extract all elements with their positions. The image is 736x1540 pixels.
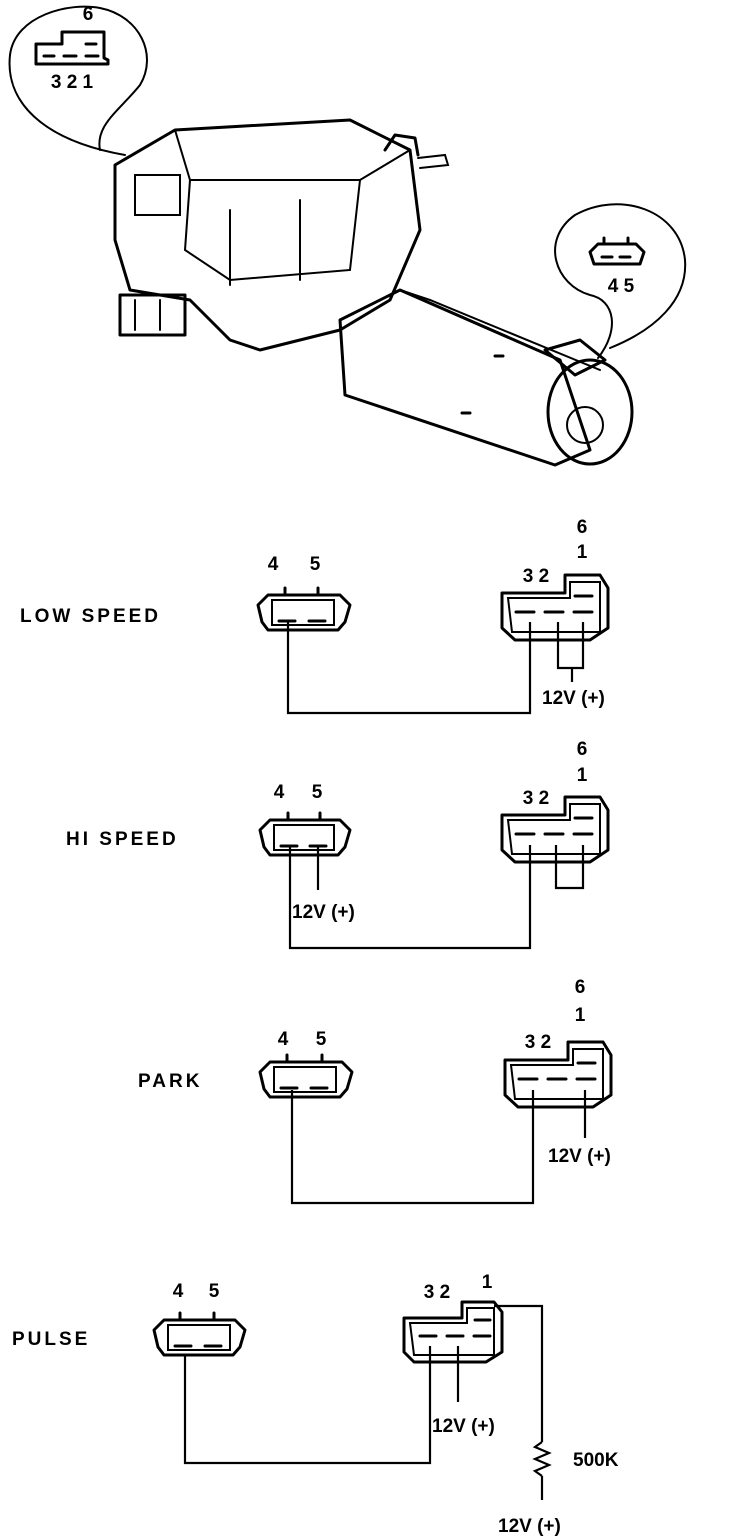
main-connector-bottom-pins: 3 2 1 [51, 72, 94, 93]
pin-label-5: 5 [312, 782, 323, 803]
switch-connector [500, 795, 610, 864]
supply-label: 12V (+) [542, 688, 605, 709]
mode-label: HI SPEED [66, 829, 179, 850]
jumper-wire-1-6 [554, 845, 585, 890]
mode-label: PULSE [12, 1329, 90, 1350]
resistor-label: 500K [573, 1450, 619, 1471]
supply-label: 12V (+) [432, 1416, 495, 1437]
pin-label-4: 4 [274, 782, 285, 803]
motor-connector [256, 586, 352, 632]
switch-connector [503, 1040, 613, 1109]
mode-label: LOW SPEED [20, 606, 161, 627]
pin-label-5: 5 [209, 1281, 220, 1302]
motor-connector [258, 1053, 354, 1099]
resistor-500k [532, 1441, 552, 1477]
jumper-wire [183, 1346, 432, 1465]
pin-label-3-2: 3 2 [525, 1032, 551, 1053]
pulse-diagram: PULSE 4 5 1 3 2 12V (+) 500K [12, 1272, 619, 1537]
pin-label-1: 1 [577, 542, 588, 563]
pin-label-6: 6 [577, 517, 588, 538]
main-connector-inset [34, 30, 110, 66]
motor-connector [152, 1311, 247, 1357]
switch-connector [402, 1300, 504, 1364]
pin-label-1: 1 [577, 765, 588, 786]
pin-label-3-2: 3 2 [424, 1282, 450, 1303]
resistor-wire [494, 1304, 544, 1442]
wiper-motor-illustration: 6 3 2 1 4 5 [8, 4, 687, 467]
mounting-bracket [118, 293, 187, 337]
output-shaft [383, 133, 420, 157]
motor-connector-callout [554, 203, 687, 359]
main-connector-top-pin: 6 [83, 4, 94, 25]
mode-label: PARK [138, 1071, 202, 1092]
pin-label-6: 6 [575, 977, 586, 998]
pin-label-5: 5 [310, 554, 321, 575]
jumper-wire-1-6 [556, 622, 585, 670]
pin-label-3-2: 3 2 [523, 566, 549, 587]
pin-label-3-2: 3 2 [523, 788, 549, 809]
pin-label-4: 4 [278, 1029, 289, 1050]
pin-label-6: 6 [577, 739, 588, 760]
resistor-supply-label: 12V (+) [498, 1516, 561, 1537]
jumper-wire [286, 622, 532, 715]
jumper-wire [290, 1090, 535, 1205]
jumper-wire [288, 845, 532, 950]
park-diagram: PARK 4 5 6 1 3 2 12V (+) [138, 977, 613, 1205]
supply-label: 12V (+) [292, 902, 355, 923]
motor-connector-inset [588, 236, 646, 266]
switch-connector [500, 573, 610, 642]
pin-label-4: 4 [268, 554, 279, 575]
pin-label-1: 1 [482, 1272, 493, 1293]
motor-connector [258, 811, 352, 857]
motor-connector-pins: 4 5 [608, 276, 635, 297]
pin-label-5: 5 [316, 1029, 327, 1050]
hi-speed-diagram: HI SPEED 4 5 6 1 3 2 12V (+) [66, 739, 610, 950]
pin-label-4: 4 [173, 1281, 184, 1302]
low-speed-diagram: LOW SPEED 4 5 6 1 3 2 12V (+) [20, 517, 610, 715]
main-connector-callout [8, 5, 148, 156]
supply-label: 12V (+) [548, 1146, 611, 1167]
pin-label-1: 1 [575, 1005, 586, 1026]
